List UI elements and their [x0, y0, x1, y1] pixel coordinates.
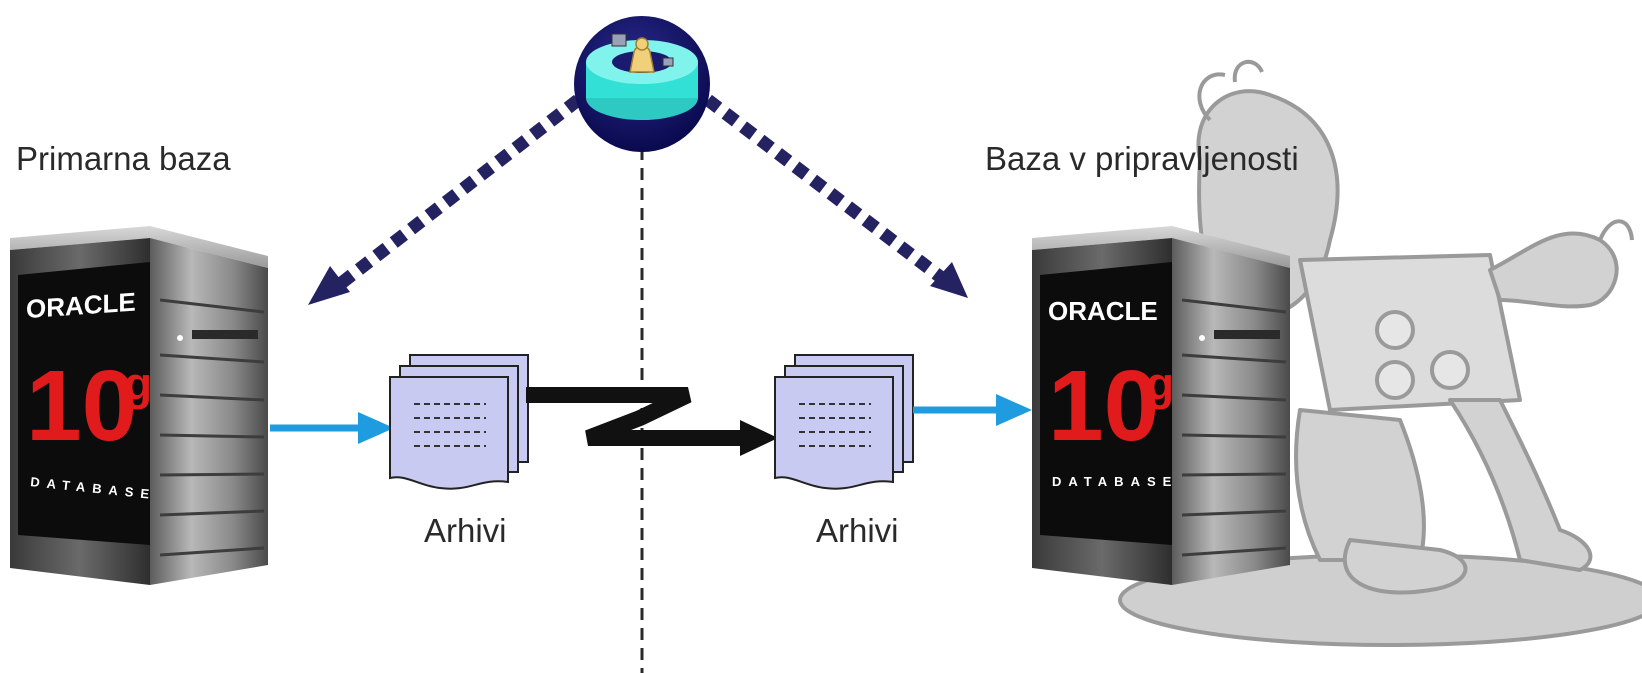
archive-log-files-icon — [389, 354, 529, 490]
observer-to-primary-dotted-arrow — [308, 94, 582, 305]
observer-to-standby-dotted-arrow — [704, 94, 968, 298]
archives-right-label: Arhivi — [816, 512, 899, 549]
server-version-suffix: g — [1146, 358, 1174, 410]
archives-left-label: Arhivi — [424, 512, 507, 549]
wan-link-zigzag-icon — [526, 387, 778, 456]
primary-database-label: Primarna baza — [16, 140, 231, 177]
server-version-suffix: g — [124, 358, 152, 410]
server-product-label: DATABASE — [1052, 474, 1178, 489]
oracle-database-server-icon: ORACLE 10 g DATABASE — [1032, 226, 1290, 585]
server-brand-label: ORACLE — [1048, 296, 1158, 326]
server-version-number: 10 — [26, 350, 137, 462]
observer-console-icon — [574, 16, 710, 152]
archive-to-standby-arrow — [913, 394, 1032, 426]
standby-database-label: Baza v pripravljenosti — [985, 140, 1299, 177]
server-version-number: 10 — [1048, 350, 1159, 462]
archive-log-files-icon — [774, 354, 914, 490]
primary-to-archive-arrow — [270, 412, 394, 444]
oracle-database-server-icon: ORACLE 10 g DATABASE — [10, 226, 268, 585]
